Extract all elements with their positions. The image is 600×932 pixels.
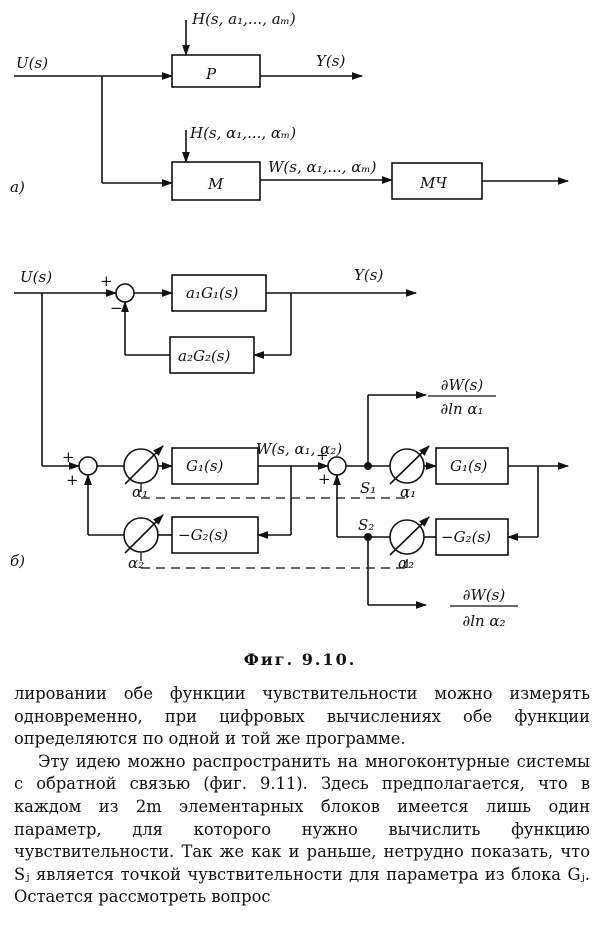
a-block-mch-label: МЧ <box>419 174 447 192</box>
paragraph-1: лировании обе функции чувствительности м… <box>14 684 590 749</box>
a-part-label: a) <box>10 178 25 196</box>
gain-alpha1-left <box>123 448 159 484</box>
b-alpha1-right: α₁ <box>400 483 416 501</box>
gain-alpha2-left <box>123 517 159 553</box>
figure-caption: Фиг. 9.10. <box>243 650 357 669</box>
summer-right <box>327 456 347 476</box>
a-param-bottom: H(s, α₁,..., αₘ) <box>189 124 296 142</box>
a-output-y: Y(s) <box>316 52 345 70</box>
block-diagram: U(s) H(s, a₁,..., aₘ) P Y(s) H(s, α₁,...… <box>10 10 570 630</box>
b-block-neg-g2-right: −G₂(s) <box>441 528 491 546</box>
b-s1-label: S₁ <box>360 479 376 497</box>
b-plus-left2: + <box>66 471 79 489</box>
b-minus-top: − <box>110 299 123 317</box>
a-param-top: H(s, a₁,..., aₘ) <box>191 10 296 28</box>
a-block-m-label: M <box>207 175 224 193</box>
block-m <box>171 161 261 201</box>
body-text: лировании обе функции чувствительности м… <box>14 683 590 909</box>
b-plus-right1: + <box>316 446 329 464</box>
b-alpha1-left: α₁ <box>132 483 148 501</box>
b-alpha2-left: α₂ <box>128 554 144 572</box>
b-block-g1-left: G₁(s) <box>186 457 224 475</box>
deriv-top-den: ∂ln α₁ <box>440 400 483 418</box>
paragraph-2: Эту идею можно распространить на многоко… <box>14 751 590 907</box>
b-block-a2g2: a₂G₂(s) <box>178 347 231 365</box>
summer-left <box>78 456 98 476</box>
b-s2-label: S₂ <box>358 516 374 534</box>
deriv-top-num: ∂W(s) <box>441 376 484 394</box>
b-part-label: б) <box>10 552 25 570</box>
gain-alpha1-right <box>389 448 425 484</box>
b-output-y: Y(s) <box>354 266 383 284</box>
b-plus-right2: + <box>318 470 331 488</box>
b-plus-top: + <box>100 272 113 290</box>
b-alpha2-right: α₂ <box>398 554 414 572</box>
block-p <box>171 54 261 88</box>
b-block-a1g1: a₁G₁(s) <box>186 284 239 302</box>
gain-alpha2-right <box>389 519 425 555</box>
b-input-label: U(s) <box>20 268 52 286</box>
b-block-neg-g2-left: −G₂(s) <box>178 526 228 544</box>
deriv-bottom-num: ∂W(s) <box>463 586 506 604</box>
a-input-label: U(s) <box>16 54 48 72</box>
b-w-label: W(s, α₁, α₂) <box>256 440 342 458</box>
b-plus-left1: + <box>62 448 75 466</box>
a-block-p-label: P <box>205 65 217 83</box>
b-block-g1-right: G₁(s) <box>450 457 488 475</box>
a-output-w: W(s, α₁,..., αₘ) <box>268 158 377 176</box>
deriv-bottom-den: ∂ln α₂ <box>462 612 505 630</box>
